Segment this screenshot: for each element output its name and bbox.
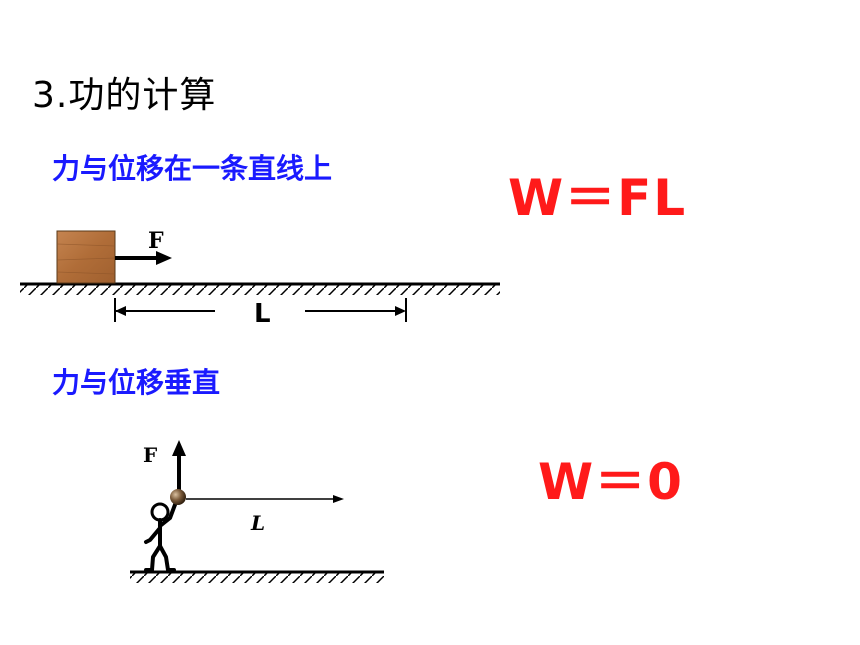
force-label-2: F: [143, 443, 157, 467]
case1-formula: W＝FL: [508, 169, 688, 227]
case2-diagram: F L: [130, 440, 384, 583]
displacement-arrow-2: [186, 495, 344, 503]
case1-heading: 力与位移在一条直线上: [52, 152, 333, 185]
force-arrow-vertical: [172, 440, 186, 490]
force-label-1: F: [148, 228, 164, 254]
ball: [170, 489, 186, 505]
ground-line-1: [20, 282, 500, 295]
displacement-label-1: L: [254, 299, 271, 329]
force-arrow-horizontal: [115, 251, 172, 265]
stick-figure: [144, 500, 178, 572]
ground-line-2: [130, 570, 384, 583]
case1-diagram: F L: [20, 228, 500, 329]
case2-formula: W＝0: [538, 453, 684, 511]
slide-title: 3.功的计算: [32, 75, 217, 116]
displacement-label-2: L: [250, 511, 265, 535]
wooden-box: [56, 230, 116, 284]
case2-heading: 力与位移垂直: [52, 366, 221, 399]
displacement-arrow-1: [114, 298, 407, 322]
